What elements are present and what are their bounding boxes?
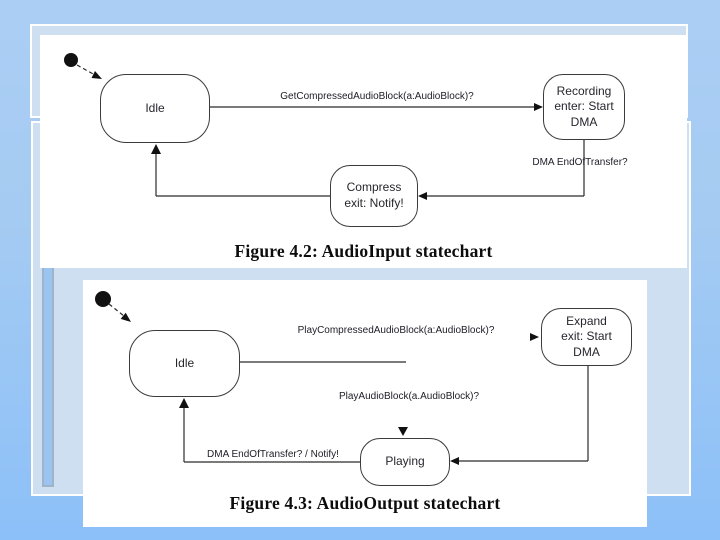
figure1-caption: Figure 4.2: AudioInput statechart xyxy=(234,241,493,261)
arrowhead-into-expand xyxy=(530,333,539,341)
transition-label-dma-end-notify: DMA EndOfTransfer? / Notify! xyxy=(207,449,339,460)
arrowhead-into-idle xyxy=(91,71,102,79)
figure2-statechart-panel: Idle Expand exit: Start DMA Playing Play… xyxy=(83,280,647,527)
transition-label-play-compressed: PlayCompressedAudioBlock(a:AudioBlock)? xyxy=(297,325,495,336)
transition-label-play-audio: PlayAudioBlock(a.AudioBlock)? xyxy=(338,391,480,402)
panel-groove-decoration xyxy=(42,261,54,487)
initial-transition-line xyxy=(76,64,96,76)
state-expand: Expand exit: Start DMA xyxy=(541,308,632,366)
arrowhead-into-recording xyxy=(534,103,543,111)
arrowhead-into-idle-bottom xyxy=(179,398,189,408)
figure1-statechart-panel: Idle Recording enter: Start DMA Compress… xyxy=(40,35,687,268)
state-idle: Idle xyxy=(100,74,210,143)
state-recording: Recording enter: Start DMA xyxy=(543,74,625,140)
transition-label-dma-end: DMA EndOfTransfer? xyxy=(532,157,628,168)
figure2-diagram-canvas xyxy=(95,291,589,465)
arrowhead-into-playing-top xyxy=(398,427,408,436)
arrowhead-into-idle xyxy=(120,312,131,322)
arrowhead-into-playing xyxy=(450,457,459,465)
initial-transition-line xyxy=(108,303,125,317)
figure2-caption: Figure 4.3: AudioOutput statechart xyxy=(229,493,501,513)
arrowhead-into-compress xyxy=(418,192,427,200)
initial-state-dot xyxy=(64,53,78,67)
initial-state-dot xyxy=(95,291,111,307)
state-playing: Playing xyxy=(360,438,450,486)
state-compress: Compress exit: Notify! xyxy=(330,165,418,227)
state-idle: Idle xyxy=(129,330,240,397)
figure1-diagram-canvas xyxy=(64,53,585,200)
transition-label-get-compressed: GetCompressedAudioBlock(a:AudioBlock)? xyxy=(280,91,474,102)
arrowhead-into-idle-bottom xyxy=(151,144,161,154)
